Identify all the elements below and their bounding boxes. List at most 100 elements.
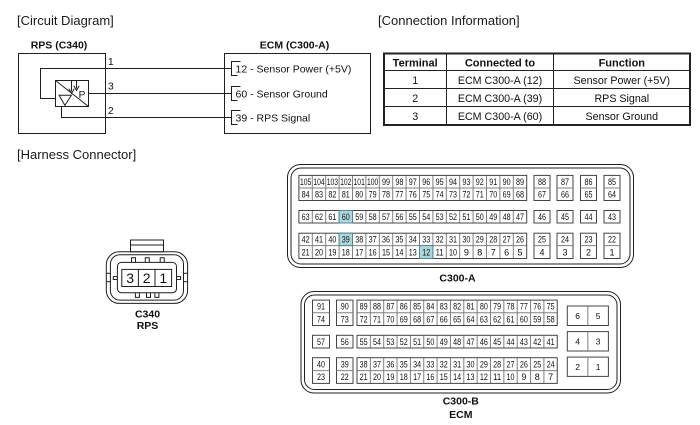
svg-text:1: 1 <box>412 75 418 87</box>
svg-text:44: 44 <box>585 212 593 222</box>
svg-text:66: 66 <box>561 189 569 199</box>
svg-text:56: 56 <box>341 337 349 347</box>
svg-text:21: 21 <box>302 247 310 257</box>
svg-text:ECM: ECM <box>449 409 473 421</box>
svg-text:77: 77 <box>395 189 403 199</box>
svg-text:3: 3 <box>108 80 114 92</box>
svg-text:38: 38 <box>355 235 363 245</box>
svg-text:2: 2 <box>412 93 418 105</box>
svg-text:Connected to: Connected to <box>465 57 536 69</box>
svg-text:ECM C300-A (39): ECM C300-A (39) <box>458 93 542 105</box>
svg-text:64: 64 <box>608 189 616 199</box>
svg-text:14: 14 <box>395 247 403 257</box>
svg-text:85: 85 <box>413 302 421 312</box>
svg-text:34: 34 <box>409 235 417 245</box>
svg-text:66: 66 <box>440 314 448 324</box>
svg-text:C340: C340 <box>135 309 160 321</box>
svg-text:7: 7 <box>491 247 496 257</box>
svg-text:25: 25 <box>533 359 541 369</box>
svg-text:105: 105 <box>300 177 311 187</box>
svg-text:5: 5 <box>517 247 522 257</box>
svg-text:42: 42 <box>302 235 310 245</box>
svg-text:91: 91 <box>317 302 325 312</box>
svg-text:81: 81 <box>466 302 474 312</box>
svg-text:Sensor Ground: Sensor Ground <box>586 111 659 123</box>
svg-text:63: 63 <box>480 314 488 324</box>
svg-text:84: 84 <box>302 189 310 199</box>
svg-text:61: 61 <box>507 314 515 324</box>
svg-text:32: 32 <box>440 359 448 369</box>
svg-text:63: 63 <box>302 212 310 222</box>
svg-text:13: 13 <box>466 372 474 382</box>
svg-text:3: 3 <box>126 270 134 286</box>
svg-text:2: 2 <box>575 362 580 372</box>
svg-text:34: 34 <box>413 359 421 369</box>
svg-text:70: 70 <box>489 189 497 199</box>
svg-text:62: 62 <box>315 212 323 222</box>
svg-text:RPS: RPS <box>137 320 159 332</box>
svg-text:80: 80 <box>480 302 488 312</box>
svg-text:26: 26 <box>516 235 524 245</box>
svg-text:47: 47 <box>516 212 524 222</box>
svg-text:1: 1 <box>609 247 614 257</box>
svg-text:42: 42 <box>533 337 541 347</box>
svg-text:48: 48 <box>503 212 511 222</box>
svg-text:57: 57 <box>382 212 390 222</box>
svg-text:102: 102 <box>340 177 351 187</box>
svg-text:97: 97 <box>409 177 417 187</box>
svg-text:73: 73 <box>449 189 457 199</box>
svg-text:82: 82 <box>328 189 336 199</box>
svg-text:16: 16 <box>426 372 434 382</box>
svg-text:31: 31 <box>453 359 461 369</box>
svg-text:64: 64 <box>466 314 474 324</box>
svg-text:76: 76 <box>533 302 541 312</box>
svg-text:37: 37 <box>373 359 381 369</box>
svg-text:28: 28 <box>489 235 497 245</box>
svg-text:40: 40 <box>328 235 336 245</box>
svg-text:88: 88 <box>538 177 546 187</box>
svg-text:39: 39 <box>341 359 349 369</box>
svg-text:79: 79 <box>493 302 501 312</box>
svg-text:99: 99 <box>382 177 390 187</box>
svg-text:56: 56 <box>395 212 403 222</box>
svg-text:96: 96 <box>422 177 430 187</box>
svg-text:58: 58 <box>369 212 377 222</box>
svg-text:76: 76 <box>409 189 417 199</box>
svg-text:72: 72 <box>462 189 470 199</box>
svg-text:20: 20 <box>373 372 381 382</box>
svg-text:44: 44 <box>507 337 515 347</box>
svg-text:1: 1 <box>159 270 167 286</box>
svg-text:90: 90 <box>503 177 511 187</box>
svg-text:RPS Signal: RPS Signal <box>594 93 649 105</box>
svg-text:33: 33 <box>422 235 430 245</box>
svg-text:83: 83 <box>440 302 448 312</box>
svg-text:45: 45 <box>561 212 569 222</box>
svg-text:12 - Sensor Power (+5V): 12 - Sensor Power (+5V) <box>236 63 352 75</box>
svg-text:90: 90 <box>341 302 349 312</box>
svg-text:84: 84 <box>426 302 434 312</box>
svg-text:15: 15 <box>440 372 448 382</box>
svg-text:93: 93 <box>462 177 470 187</box>
svg-text:1: 1 <box>596 362 601 372</box>
svg-text:24: 24 <box>547 359 555 369</box>
svg-text:48: 48 <box>453 337 461 347</box>
svg-text:71: 71 <box>373 314 381 324</box>
svg-text:4: 4 <box>539 247 544 257</box>
svg-text:12: 12 <box>480 372 488 382</box>
svg-text:RPS (C340): RPS (C340) <box>31 40 88 52</box>
svg-text:22: 22 <box>608 235 616 245</box>
svg-text:27: 27 <box>507 359 515 369</box>
svg-text:23: 23 <box>317 372 325 382</box>
svg-text:18: 18 <box>342 247 350 257</box>
svg-text:2: 2 <box>143 270 151 286</box>
svg-text:89: 89 <box>360 302 368 312</box>
svg-text:46: 46 <box>480 337 488 347</box>
svg-text:32: 32 <box>436 235 444 245</box>
svg-text:17: 17 <box>413 372 421 382</box>
svg-text:104: 104 <box>313 177 324 187</box>
svg-text:89: 89 <box>516 177 524 187</box>
svg-text:19: 19 <box>386 372 394 382</box>
svg-text:67: 67 <box>538 189 546 199</box>
svg-text:75: 75 <box>422 189 430 199</box>
svg-text:54: 54 <box>373 337 381 347</box>
